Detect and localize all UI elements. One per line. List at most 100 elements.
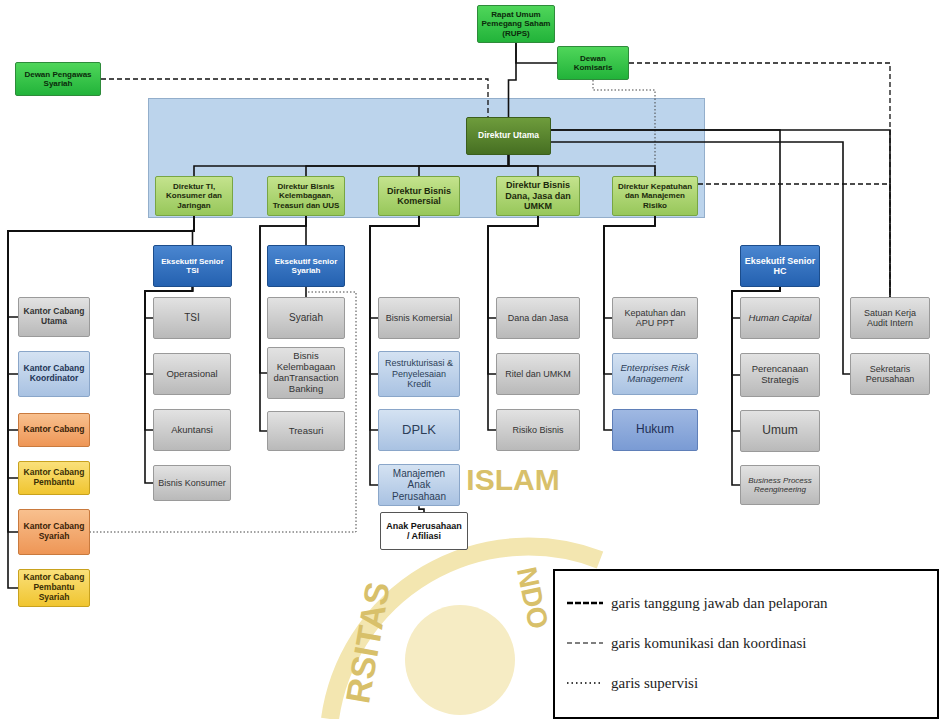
reporting-line: [551, 142, 850, 374]
text-stack: Kantor Cabang Pembantu: [22, 468, 86, 488]
node-label: Kantor Cabang Pembantu: [22, 468, 86, 488]
legend-box: garis tanggung jawab dan pelaporan garis …: [553, 569, 939, 719]
watermark-text: NDO: [510, 564, 554, 632]
node-label: Eksekutif Senior HC: [744, 256, 816, 277]
reporting-line: [488, 216, 538, 374]
node-label: DPLK: [402, 423, 436, 438]
executive-box: Eksekutif Senior Syariah: [267, 245, 345, 287]
node-label: Bisnis Kelembagaan danTransaction Bankin…: [271, 351, 341, 395]
text-stack: Umum: [762, 424, 797, 438]
text-stack: Manajemen Anak Perusahaan: [382, 468, 456, 503]
text-stack: Dana dan Jasa: [508, 313, 569, 323]
unit-box: Enterprises Risk Management: [612, 353, 698, 395]
director-box: Direktur Kepatuhan dan Manajemen Risiko: [612, 176, 698, 216]
director-box: Direktur Utama: [466, 117, 551, 155]
director-box: Direktur Bisnis Komersial: [378, 176, 460, 216]
office-box: Kantor Cabang Koordinator: [18, 351, 90, 397]
unit-box: Bisnis Komersial: [378, 297, 460, 339]
legend-line-sample: [565, 638, 605, 648]
node-label: Akuntansi: [171, 425, 213, 436]
legend-text: garis tanggung jawab dan pelaporan: [611, 595, 828, 612]
text-stack: Eksekutif Senior TSI: [157, 257, 228, 275]
office-box: Kantor Cabang Utama: [18, 297, 90, 337]
executive-box: Eksekutif Senior TSI: [153, 245, 232, 287]
text-stack: Direktur Bisnis Komersial: [382, 186, 456, 207]
text-stack: Anak Perusahaan / Afiliasi: [384, 521, 464, 542]
unit-box: Umum: [740, 410, 820, 452]
unit-box: Sekretaris Perusahaan: [850, 353, 930, 395]
node-label: Ritel dan UMKM: [505, 369, 571, 379]
text-stack: Business Process Reengineering: [744, 476, 816, 494]
text-stack: Direktur Bisnis Kelembagaan, Treasuri da…: [271, 182, 341, 210]
reporting-line: [604, 216, 655, 374]
watermark-text: ISLAM: [466, 463, 559, 497]
text-stack: Kantor Cabang Koordinator: [22, 364, 86, 384]
node-label: Hukum: [636, 423, 674, 437]
text-stack: Satuan Kerja Audit Intern: [854, 308, 926, 329]
text-stack: Ritel dan UMKM: [505, 369, 571, 379]
executive-box: Eksekutif Senior HC: [740, 245, 820, 287]
text-stack: TSI: [184, 312, 200, 324]
director-box: Direktur Bisnis Kelembagaan, Treasuri da…: [267, 176, 345, 216]
node-label: Risiko Bisnis: [512, 425, 563, 435]
legend-text: garis supervisi: [611, 675, 698, 692]
node-label: Direktur TI, Konsumer dan Jaringan: [159, 182, 229, 210]
node-label: Kantor Cabang Syariah: [22, 522, 86, 542]
board-box: Dewan Pengawas Syariah: [15, 62, 101, 96]
text-stack: Direktur Bisnis Dana, Jasa dan UMKM: [500, 180, 576, 211]
text-stack: Kepatuhan dan APU PPT: [616, 308, 694, 329]
node-label: Direktur Bisnis Dana, Jasa dan UMKM: [500, 180, 576, 211]
node-label: Dana dan Jasa: [508, 313, 569, 323]
text-stack: Enterprises Risk Management: [616, 363, 694, 385]
node-label: Bisnis Komersial: [386, 313, 453, 323]
director-box: Direktur Bisnis Dana, Jasa dan UMKM: [496, 176, 580, 216]
text-stack: Bisnis Konsumer: [158, 478, 226, 488]
node-label: Kantor Cabang Utama: [22, 307, 86, 327]
text-stack: Dewan Komisaris: [561, 54, 625, 72]
supervision-line: [90, 287, 356, 532]
unit-box: Hukum: [612, 409, 698, 451]
unit-box: Syariah: [267, 297, 345, 339]
legend-line-sample: [565, 678, 605, 688]
text-stack: Operasional: [166, 369, 217, 380]
reporting-line: [419, 155, 509, 176]
node-label: Umum: [762, 424, 797, 438]
office-box: Kantor Cabang Pembantu Syariah: [18, 569, 90, 607]
legend-row: garis komunikasi dan koordinasi: [565, 623, 937, 663]
coordination-line: [101, 79, 488, 117]
unit-box: Ritel dan UMKM: [496, 353, 580, 395]
node-label: Bisnis Konsumer: [158, 478, 226, 488]
node-label: Operasional: [166, 369, 217, 380]
reporting-line: [551, 130, 890, 297]
node-label: Restrukturisasi & Penyelesaian Kredit: [382, 358, 456, 389]
unit-box: Perencanaan Strategis: [740, 353, 820, 397]
node-label: Satuan Kerja Audit Intern: [854, 308, 926, 329]
unit-box: Restrukturisasi & Penyelesaian Kredit: [378, 351, 460, 397]
text-stack: Syariah: [289, 312, 323, 324]
text-stack: Kantor Cabang Syariah: [22, 522, 86, 542]
shareholder-box: Rapat Umum Pemegang Saham (RUPS): [477, 5, 555, 43]
node-label: Business Process Reengineering: [744, 476, 816, 494]
unit-box: Business Process Reengineering: [740, 465, 820, 505]
watermark-text: RSITAS: [338, 578, 398, 705]
reporting-line: [306, 155, 509, 176]
office-box: Kantor Cabang Syariah: [18, 509, 90, 555]
supervision-line: [593, 80, 655, 176]
text-stack: Hukum: [636, 423, 674, 437]
legend-text: garis komunikasi dan koordinasi: [611, 635, 806, 652]
text-stack: Rapat Umum Pemegang Saham (RUPS): [481, 10, 551, 38]
node-label: Eksekutif Senior TSI: [157, 257, 228, 275]
reporting-line: [509, 43, 517, 117]
reporting-line: [509, 155, 656, 176]
unit-box: Bisnis Kelembagaan danTransaction Bankin…: [267, 347, 345, 399]
node-label: Kantor Cabang Koordinator: [22, 364, 86, 384]
node-label: Kantor Cabang: [24, 425, 85, 435]
node-label: Sekretaris Perusahaan: [854, 364, 926, 385]
unit-box: DPLK: [378, 409, 460, 451]
board-box: Dewan Komisaris: [557, 46, 629, 80]
node-label: Manajemen Anak Perusahaan: [382, 468, 456, 503]
director-box: Direktur TI, Konsumer dan Jaringan: [155, 176, 233, 216]
node-label: Syariah: [289, 312, 323, 324]
node-label: Anak Perusahaan / Afiliasi: [384, 521, 464, 542]
